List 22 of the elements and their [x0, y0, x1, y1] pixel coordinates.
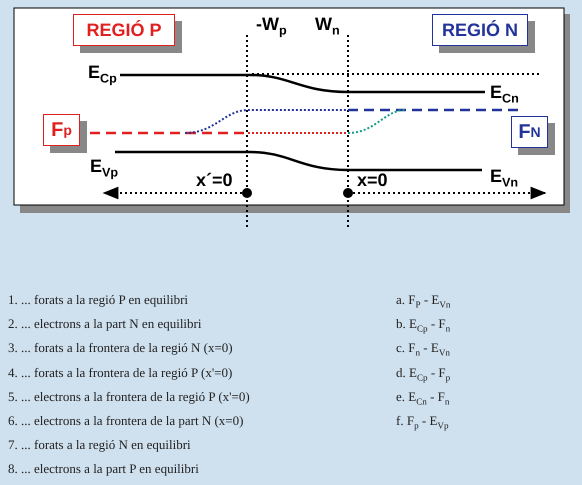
question-item: 1. ... forats a la regió P en equilibri	[8, 292, 188, 308]
axis-label: W$_{n}$	[315, 14, 340, 38]
answer-option: f. F$_{p}$ - E$_{Vp}$	[396, 413, 449, 431]
band-label: E$_{Vp}$	[90, 156, 118, 180]
position-label: x=0	[357, 170, 388, 191]
band-label: E$_{Cn}$	[490, 82, 519, 106]
axis-label: -W$_{p}$	[256, 14, 287, 38]
band-label: E$_{Vn}$	[490, 166, 518, 190]
question-item: 6. ... electrons a la frontera de la part N (x=0)	[8, 413, 244, 429]
question-item: 8. ... electrons a la part P en equilibri	[8, 461, 199, 478]
band-label: E$_{Cp}$	[88, 62, 117, 86]
question-item: 3. ... forats a la frontera de la regió N (x=0)	[8, 340, 233, 356]
answer-option: b. E$_{Cp}$ - F$_{n}$	[396, 316, 450, 334]
question-item: 5. ... electrons a la frontera de la regió P (x'=0)	[8, 388, 250, 405]
position-label: x´=0	[196, 170, 233, 191]
answer-option: e. E$_{Cn}$ - F$_{n}$	[396, 388, 450, 406]
answer-option: d. E$_{Cp}$ - F$_{p}$	[396, 364, 450, 382]
answer-option: c. F$_{n}$ - E$_{Vn}$	[396, 340, 450, 358]
question-item: 2. ... electrons a la part N en equilibri	[8, 316, 202, 332]
answer-option: a. F$_{P}$ - E$_{Vn}$	[396, 292, 450, 310]
question-item: 7. ... forats a la regió N en equilibri	[8, 437, 191, 454]
question-item: 4. ... forats a la frontera de la regió P (x'=0)	[8, 364, 232, 381]
